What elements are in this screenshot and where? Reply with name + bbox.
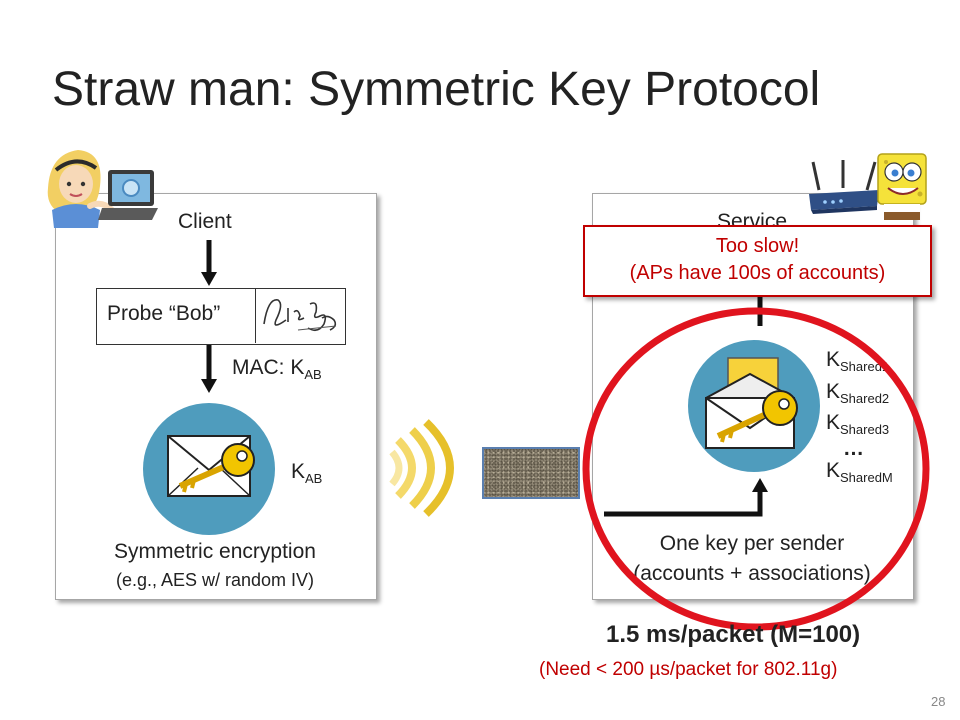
shared-key-3: KShared3 (826, 411, 889, 437)
probe-label: Probe “Bob” (107, 302, 221, 325)
client-caption-line2: (e.g., AES w/ random IV) (115, 570, 315, 590)
service-caption-line2: (accounts + associations) (633, 562, 871, 585)
too-slow-line2: (APs have 100s of accounts) (629, 262, 886, 284)
envelope-key-icon (167, 435, 255, 497)
probe-divider (255, 288, 256, 343)
client-label: Client (178, 210, 232, 233)
highlight-ellipse (582, 307, 930, 631)
result-main: 1.5 ms/packet (M=100) (606, 621, 861, 648)
signature-image (263, 299, 337, 332)
arrow-client-to-probe (201, 240, 217, 286)
open-envelope-key-icon (705, 357, 798, 449)
result-note: (Need < 200 µs/packet for 802.11g) (539, 659, 838, 680)
shared-key-3-sub: Shared3 (840, 422, 890, 437)
arrow-probe-to-key (201, 345, 217, 393)
shared-key-m-sub: SharedM (840, 470, 893, 485)
shared-key-m-prefix: K (826, 459, 841, 482)
slide-title: Straw man: Symmetric Key Protocol (52, 63, 821, 116)
alice-avatar-icon (47, 150, 115, 228)
mac-label: MAC: KAB (232, 356, 322, 382)
shared-key-2-prefix: K (826, 380, 841, 403)
shared-key-m: KSharedM (826, 459, 893, 485)
shared-key-2-sub: Shared2 (840, 391, 890, 406)
service-caption-line1: One key per sender (659, 532, 845, 555)
shared-key-ellipsis: … (843, 437, 864, 460)
laptop-icon (98, 170, 158, 220)
client-key-sub: AB (305, 471, 323, 486)
client-caption-line1: Symmetric encryption (114, 540, 316, 563)
client-key-prefix: K (291, 460, 306, 483)
shared-key-3-prefix: K (826, 411, 841, 434)
client-key-label: KAB (291, 460, 322, 486)
arrow-incoming-to-envelope (604, 478, 768, 517)
shared-key-1-prefix: K (826, 348, 841, 371)
too-slow-callout: Too slow! (APs have 100s of accounts) (583, 225, 932, 297)
encrypted-packet-icon (482, 447, 580, 499)
wireless-signal-icon (389, 419, 454, 517)
spongebob-avatar-icon (877, 153, 927, 220)
wireless-router-icon (809, 160, 879, 214)
too-slow-line1: Too slow! (715, 235, 800, 257)
probe-box (96, 288, 346, 345)
page-number: 28 (931, 694, 946, 709)
shared-key-2: KShared2 (826, 380, 889, 406)
mac-sub: AB (304, 367, 322, 382)
mac-prefix: MAC: K (232, 356, 305, 379)
